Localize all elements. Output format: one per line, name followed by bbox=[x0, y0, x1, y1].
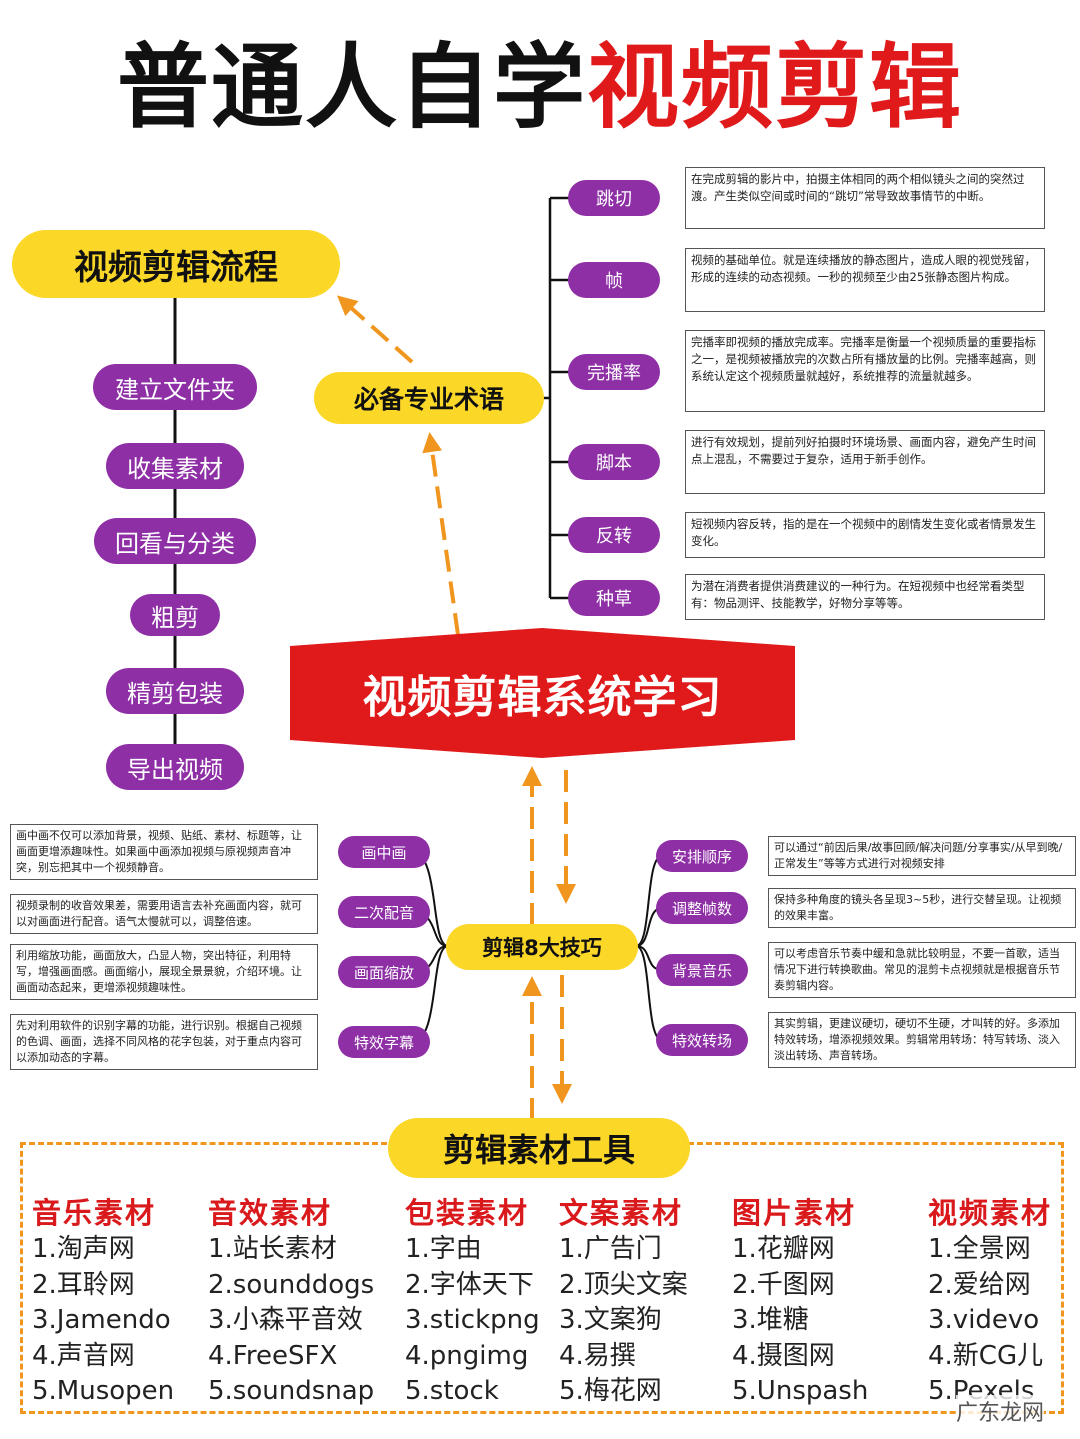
tools-column-head: 图片素材 bbox=[732, 1196, 857, 1230]
tool-item: 5.Unspash bbox=[732, 1376, 869, 1406]
tool-item: 1.站长素材 bbox=[208, 1234, 337, 1264]
tool-item: 4.新CG儿 bbox=[928, 1340, 1044, 1371]
term-label: 跳切 bbox=[568, 180, 660, 216]
term-desc: 视频的基础单位。就是连续播放的静态图片，造成人眼的视觉残留，形成的连续的动态视频… bbox=[685, 248, 1045, 312]
tool-item: 4.声音网 bbox=[32, 1340, 135, 1371]
tool-item: 3.堆糖 bbox=[732, 1305, 809, 1335]
term-label: 帧 bbox=[568, 262, 660, 298]
skill-label: 特效转场 bbox=[656, 1024, 748, 1056]
tool-item: 1.花瓣网 bbox=[732, 1234, 835, 1264]
skill-desc: 可以考虑音乐节奏中缓和急就比较明显，不要一首歌，适当情况下进行转换歌曲。常见的混… bbox=[768, 942, 1076, 998]
watermark: 广东龙网 bbox=[955, 1395, 1044, 1427]
tools-column-head: 音乐素材 bbox=[32, 1196, 157, 1230]
tools-column: 音乐素材 1.淘声网 2.耳聆网 3.Jamendo 4.声音网 5.Musop… bbox=[32, 1190, 174, 1410]
tools-column-head: 文案素材 bbox=[559, 1196, 684, 1230]
skill-desc: 先对利用软件的识别字幕的功能，进行识别。根据自己视频的色调、画面，选择不同风格的… bbox=[10, 1014, 318, 1070]
tools-column: 视频素材 1.全景网 2.爱给网 3.videvo 4.新CG儿 5.Pexel… bbox=[928, 1190, 1052, 1410]
tool-item: 4.pngimg bbox=[405, 1340, 529, 1371]
tool-item: 3.小森平音效 bbox=[208, 1305, 363, 1335]
skill-label: 背景音乐 bbox=[656, 954, 748, 986]
skill-desc: 保持多种角度的镜头各呈现3~5秒，进行交替呈现。让视频的效果丰富。 bbox=[768, 888, 1076, 928]
tool-item: 3.stickpng bbox=[405, 1305, 540, 1335]
term-label: 种草 bbox=[568, 580, 660, 616]
tools-box bbox=[20, 1142, 1064, 1414]
term-desc: 短视频内容反转，指的是在一个视频中的剧情发生变化或者情景发生变化。 bbox=[685, 512, 1045, 558]
term-label: 反转 bbox=[568, 517, 660, 553]
term-label: 脚本 bbox=[568, 444, 660, 480]
tools-column: 图片素材 1.花瓣网 2.千图网 3.堆糖 4.摄图网 5.Unspash bbox=[732, 1190, 868, 1410]
title-part2: 视频剪辑 bbox=[587, 34, 964, 141]
skill-label: 特效字幕 bbox=[338, 1026, 430, 1058]
tool-item: 5.Musopen bbox=[32, 1376, 175, 1406]
terms-title: 必备专业术语 bbox=[314, 372, 544, 424]
tools-column: 包装素材 1.字由 2.字体天下 3.stickpng 4.pngimg 5.s… bbox=[405, 1190, 540, 1410]
tool-item: 4.易撰 bbox=[559, 1340, 636, 1371]
skill-label: 调整帧数 bbox=[656, 892, 748, 924]
workflow-step: 粗剪 bbox=[130, 594, 220, 636]
tools-column-head: 视频素材 bbox=[928, 1196, 1053, 1230]
skill-label: 安排顺序 bbox=[656, 840, 748, 872]
tools-column: 音效素材 1.站长素材 2.sounddogs 3.小森平音效 4.FreeSF… bbox=[208, 1190, 374, 1410]
tool-item: 3.videvo bbox=[928, 1305, 1040, 1335]
tool-item: 2.耳聆网 bbox=[32, 1269, 135, 1300]
tools-title: 剪辑素材工具 bbox=[388, 1118, 690, 1178]
page-title: 普通人自学视频剪辑 bbox=[0, 28, 1080, 148]
center-banner: 视频剪辑系统学习 bbox=[290, 628, 795, 758]
workflow-title: 视频剪辑流程 bbox=[12, 230, 340, 298]
tool-item: 4.FreeSFX bbox=[208, 1340, 338, 1371]
skill-desc: 利用缩放功能，画面放大，凸显人物，突出特征，利用特写，增强画面感。画面缩小，展现… bbox=[10, 944, 318, 1000]
skill-desc: 视频录制的收音效果差，需要用语言去补充画面内容，就可以对画面进行配音。语气太慢就… bbox=[10, 894, 318, 934]
workflow-step: 导出视频 bbox=[106, 744, 244, 790]
skill-label: 画中画 bbox=[338, 836, 430, 868]
workflow-step: 收集素材 bbox=[106, 443, 244, 489]
tool-item: 2.字体天下 bbox=[405, 1269, 534, 1300]
tool-item: 4.摄图网 bbox=[732, 1340, 835, 1371]
tools-column-head: 音效素材 bbox=[208, 1196, 333, 1230]
tool-item: 1.广告门 bbox=[559, 1234, 662, 1264]
tool-item: 1.淘声网 bbox=[32, 1234, 135, 1264]
term-desc: 在完成剪辑的影片中，拍摄主体相同的两个相似镜头之间的突然过渡。产生类似空间或时间… bbox=[685, 167, 1045, 229]
tool-item: 5.soundsnap bbox=[208, 1376, 375, 1406]
workflow-step: 精剪包装 bbox=[106, 668, 244, 714]
tool-item: 2.顶尖文案 bbox=[559, 1269, 688, 1300]
tool-item: 1.字由 bbox=[405, 1234, 482, 1264]
tools-column-head: 包装素材 bbox=[405, 1196, 530, 1230]
tool-item: 5.stock bbox=[405, 1376, 499, 1406]
tool-item: 1.全景网 bbox=[928, 1234, 1031, 1264]
skill-desc: 画中画不仅可以添加背景，视频、贴纸、素材、标题等，让画面更增添趣味性。如果画中画… bbox=[10, 824, 318, 880]
center-label: 视频剪辑系统学习 bbox=[362, 672, 723, 723]
tool-item: 3.Jamendo bbox=[32, 1305, 171, 1335]
skill-label: 二次配音 bbox=[338, 896, 430, 928]
title-part1: 普通人自学 bbox=[116, 34, 587, 141]
term-label: 完播率 bbox=[568, 354, 660, 390]
tools-column: 文案素材 1.广告门 2.顶尖文案 3.文案狗 4.易撰 5.梅花网 bbox=[559, 1190, 688, 1410]
tool-item: 5.梅花网 bbox=[559, 1376, 662, 1406]
skill-label: 画面缩放 bbox=[338, 956, 430, 988]
tool-item: 2.爱给网 bbox=[928, 1269, 1031, 1300]
center-banner-shape bbox=[290, 628, 795, 758]
workflow-step: 回看与分类 bbox=[94, 518, 256, 564]
tool-item: 2.sounddogs bbox=[208, 1269, 375, 1300]
workflow-step: 建立文件夹 bbox=[93, 364, 257, 410]
tool-item: 2.千图网 bbox=[732, 1269, 835, 1300]
term-desc: 完播率即视频的播放完成率。完播率是衡量一个视频质量的重要指标之一，是视频被播放完… bbox=[685, 330, 1045, 412]
skills-title: 剪辑8大技巧 bbox=[446, 924, 638, 970]
term-desc: 进行有效规划，提前列好拍摄时环境场景、画面内容，避免产生时间点上混乱，不需要过于… bbox=[685, 430, 1045, 494]
skill-desc: 可以通过“前因后果/故事回顾/解决问题/分享事实/从早到晚/正常发生”等等方式进… bbox=[768, 836, 1076, 876]
term-desc: 为潜在消费者提供消费建议的一种行为。在短视频中也经常看类型有：物品测评、技能教学… bbox=[685, 574, 1045, 620]
tool-item: 3.文案狗 bbox=[559, 1305, 662, 1335]
skill-desc: 其实剪辑，更建议硬切，硬切不生硬，才叫转的好。多添加特效转场，增添视频效果。剪辑… bbox=[768, 1012, 1076, 1068]
